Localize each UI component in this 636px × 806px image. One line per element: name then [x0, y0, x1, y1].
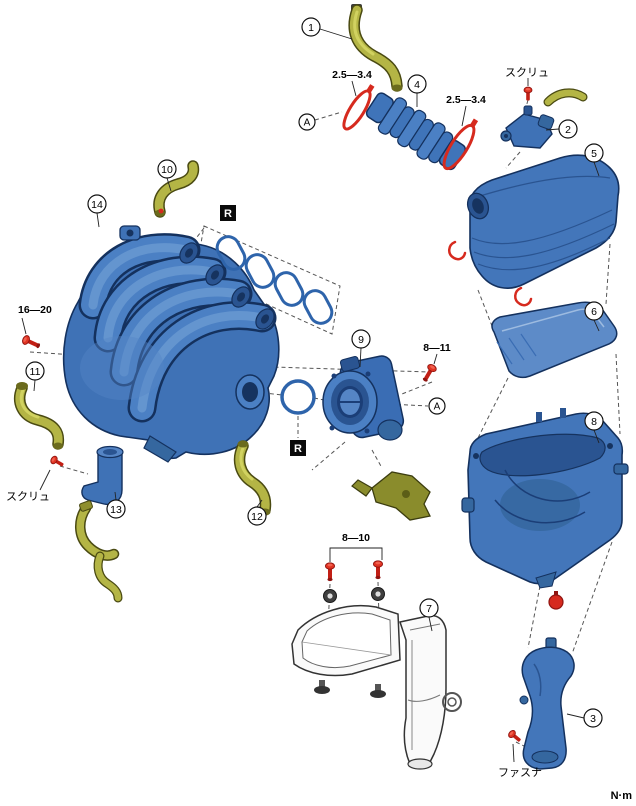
air-cleaner-case — [461, 408, 629, 589]
svg-text:R: R — [294, 443, 302, 455]
cover-latch-hook-left — [448, 240, 467, 261]
air-duct-bracket-2 — [500, 105, 555, 149]
manifold-mount-ear — [119, 225, 141, 241]
ref-marker-a-top: A — [298, 113, 316, 131]
case-mount-grommet — [548, 591, 564, 610]
plenum-highlight — [80, 336, 164, 400]
callout-3: 3 — [583, 708, 603, 728]
callout-8: 8 — [584, 411, 604, 431]
svg-text:11: 11 — [30, 366, 41, 378]
manifold-runners — [78, 233, 277, 423]
manifold-gaskets — [215, 235, 334, 325]
reuse-marker-o-ring: R — [290, 440, 306, 456]
callout-13: 13 — [106, 499, 126, 519]
callout-leader-lines — [21, 28, 600, 763]
torque-label-manifold-bolt: 16—20 — [18, 304, 52, 316]
callout-2: 2 — [558, 119, 578, 139]
pcv-hoses — [75, 500, 123, 603]
svg-text:10: 10 — [161, 164, 173, 176]
grommet-right — [371, 587, 385, 601]
callout-6: 6 — [584, 301, 604, 321]
bracket-foot-left — [314, 680, 330, 694]
air-cleaner-cover — [448, 154, 620, 307]
grommet-left — [323, 589, 337, 603]
resonator — [519, 637, 575, 770]
bracket-foot-right — [370, 684, 386, 698]
harness-bracket — [351, 471, 431, 521]
svg-text:12: 12 — [251, 511, 263, 523]
callout-9: 9 — [351, 329, 371, 349]
pcv-elbow — [81, 445, 124, 506]
callout-4: 4 — [407, 74, 427, 94]
svg-text:1: 1 — [308, 22, 314, 34]
torque-unit-label: N·m — [611, 790, 633, 802]
manifold-flange-ports — [179, 242, 275, 330]
callout-1: 1 — [301, 17, 321, 37]
svg-text:2: 2 — [565, 124, 571, 136]
svg-text:3: 3 — [590, 713, 596, 725]
cover-latch-hook-right — [514, 286, 533, 307]
torque-label-clamp-rear: 2.5—3.4 — [446, 94, 486, 106]
svg-text:13: 13 — [110, 504, 122, 516]
intake-manifold — [62, 225, 280, 463]
callout-10: 10 — [157, 159, 177, 179]
resonator-hose — [543, 88, 588, 107]
svg-text:8: 8 — [591, 416, 597, 428]
callout-12: 12 — [247, 506, 267, 526]
bolt-8-11 — [419, 362, 439, 384]
hose-clamp-rear — [442, 118, 479, 171]
throttle-body — [322, 355, 405, 441]
bracket-clamp — [442, 692, 462, 712]
air-filter-element — [491, 301, 618, 379]
svg-text:5: 5 — [591, 148, 597, 160]
throttle-motor — [377, 419, 403, 441]
vacuum-hose-11 — [13, 382, 65, 450]
hose-clamp-front — [342, 84, 375, 131]
torque-label-throttle-bolt: 8—11 — [423, 342, 451, 354]
svg-text:14: 14 — [91, 199, 103, 211]
screw-top — [523, 86, 533, 101]
svg-text:7: 7 — [426, 603, 432, 615]
callout-7: 7 — [419, 598, 439, 618]
torque-label-bracket-bolts: 8—10 — [342, 532, 370, 544]
label-screw-left: スクリュ — [6, 490, 50, 503]
vacuum-hose-10 — [153, 160, 200, 218]
manifold-throttle-flange — [235, 374, 265, 410]
callout-14: 14 — [87, 194, 107, 214]
water-hose-12 — [233, 440, 272, 516]
svg-text:A: A — [434, 402, 441, 413]
manifold-bracket — [143, 435, 177, 463]
callout-5: 5 — [584, 143, 604, 163]
air-intake-hose — [365, 92, 467, 171]
label-fastener: ファスナ — [498, 766, 542, 779]
bolt-8-10-right — [372, 560, 384, 580]
torque-label-clamp-front: 2.5—3.4 — [332, 69, 372, 81]
breather-hose-top — [348, 4, 403, 92]
svg-text:9: 9 — [358, 334, 364, 346]
throttle-o-ring — [280, 379, 316, 415]
air-guide-bracket — [291, 587, 462, 770]
reuse-marker-gasket: R — [220, 205, 236, 221]
bolt-16-20 — [20, 333, 43, 352]
callout-11: 11 — [25, 361, 45, 381]
svg-text:6: 6 — [591, 306, 597, 318]
label-screw-top: スクリュ — [505, 66, 549, 79]
svg-text:R: R — [224, 208, 232, 220]
ref-marker-a-right: A — [428, 397, 446, 415]
svg-text:4: 4 — [414, 79, 420, 91]
bolt-8-10-left — [324, 562, 336, 582]
svg-text:A: A — [304, 118, 311, 129]
fastener-resonator — [506, 728, 524, 745]
